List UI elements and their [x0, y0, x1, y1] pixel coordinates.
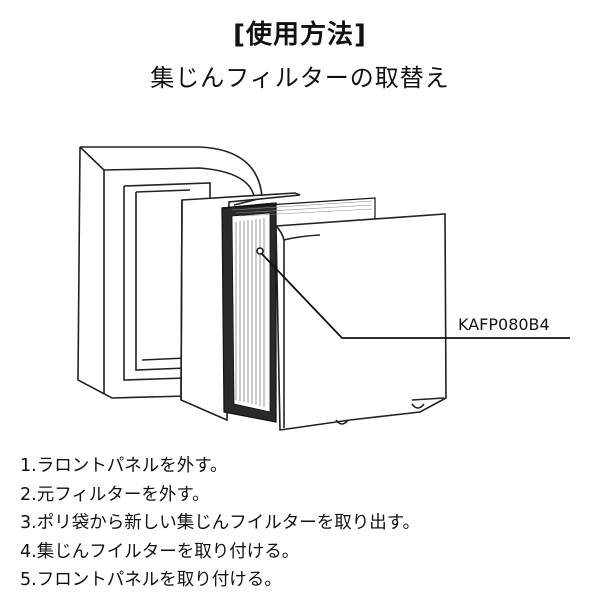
instruction-steps: 1.ラロントパネルを外す。 2.元フィルターを外す。 3.ポリ袋から新しい集じん… — [20, 452, 420, 595]
page-subtitle: 集じんフィルターの取替え — [150, 64, 450, 92]
pre-filter-sheet — [180, 192, 301, 422]
step-item-4: 4.集じんフイルターを取り付ける。 — [20, 541, 300, 562]
step-item-5: 5.フロントパネルを取り付ける。 — [20, 570, 282, 590]
purifier-housing — [77, 146, 263, 399]
part-leader-dot — [256, 247, 264, 255]
filter-exploded-diagram: KAFP080B4 — [77, 146, 570, 431]
step-item-3: 3.ポリ袋から新しい集じんフイルターを取り出す。 — [20, 513, 420, 533]
part-number-label: KAFP080B4 — [458, 315, 550, 334]
dust-collection-filter — [221, 197, 376, 423]
part-leader-line — [261, 253, 570, 339]
front-panel — [275, 213, 447, 431]
page-title: [使用方法] — [233, 20, 367, 50]
step-item-2: 2.元フィルターを外す。 — [20, 484, 210, 505]
step-item-1: 1.ラロントパネルを外す。 — [20, 456, 228, 476]
